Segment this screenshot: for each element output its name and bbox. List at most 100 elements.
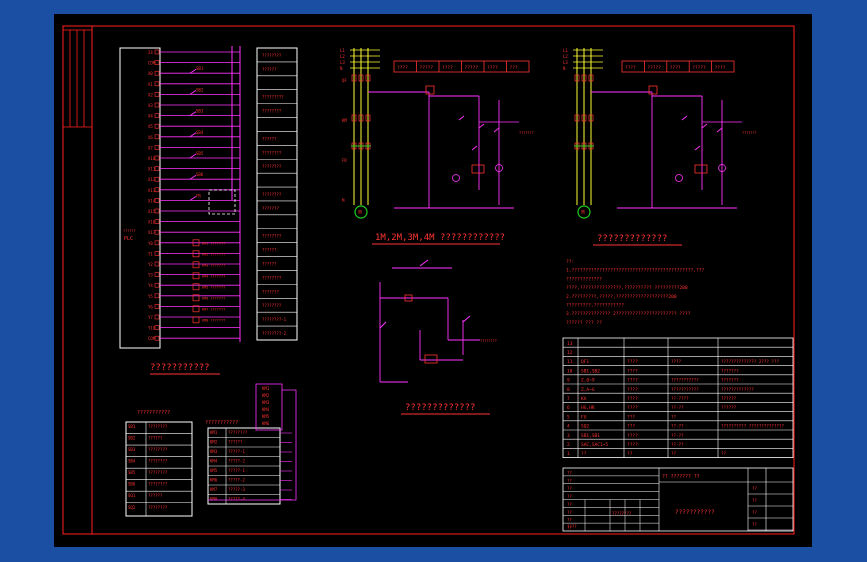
table-cell-tag: SB1 <box>128 424 136 429</box>
parts-note: ????????????? <box>721 387 754 392</box>
plc-terminal-tag: X12 <box>148 177 156 182</box>
contact-blade <box>694 145 701 151</box>
io-row-text: ???????? <box>262 275 282 280</box>
plc-label: PLC <box>124 236 133 242</box>
plc-terminal <box>154 145 160 150</box>
drawing-inner-frame <box>91 25 795 535</box>
parts-note: ?????? <box>721 405 737 410</box>
note-line: ??: <box>566 259 574 265</box>
plc-highlight-box <box>208 189 236 215</box>
plc-terminal-tag: X2 <box>148 92 153 97</box>
plc-terminal-tag: Y6 <box>148 304 153 309</box>
table-row: KM6?????-2 <box>210 478 245 483</box>
parts-model: ??-?? <box>671 442 684 447</box>
io-row-text: ???????? <box>262 234 282 239</box>
drawing-sheet <box>54 14 812 547</box>
switch-tag: SB5 <box>196 151 204 156</box>
table-cell-tag: KM5 <box>210 468 218 473</box>
io-column-frame <box>256 47 298 341</box>
parts-no: 10 <box>567 368 573 374</box>
relay-coil <box>424 354 438 364</box>
input-switch: FR <box>189 193 201 201</box>
switch-blade <box>189 68 197 74</box>
header-cell: ???? <box>715 65 726 71</box>
contactor-pole <box>351 114 357 122</box>
table-cell-tag: KM2 <box>210 440 218 445</box>
coil-tag: KM8 ??????? <box>202 318 225 322</box>
table-cell-tag: KM1 <box>210 430 218 435</box>
plc-terminal <box>154 251 160 256</box>
fuse-symbol <box>425 85 435 95</box>
parts-no: 7 <box>567 396 570 402</box>
plc-terminal-tag: X10 <box>148 156 156 161</box>
table-cell-tag: KM4 <box>210 459 218 464</box>
plc-terminal <box>154 208 160 214</box>
tb-row-label: ?? <box>567 478 572 483</box>
note-line: 3.?????????????? 2??????????????????????… <box>566 311 691 317</box>
plc-terminal-tag: X7 <box>148 145 153 150</box>
plc-terminal <box>154 261 160 267</box>
table-cell-text: ???????? <box>148 482 168 487</box>
plc-terminal-tag: 24 <box>148 50 153 55</box>
table-cell-text: ???????? <box>148 459 168 464</box>
io-row-text: ??????? <box>262 289 279 294</box>
table-cell-text: ?????-2 <box>228 459 245 464</box>
tb-right-cell: ?? <box>752 522 757 527</box>
plc-terminal <box>154 325 160 330</box>
fuse-symbol <box>648 85 658 95</box>
header-cell: ????? <box>465 65 479 71</box>
parts-qty: ???? <box>627 442 638 448</box>
main-circuit-2-title: ????????????? <box>597 234 667 244</box>
plc-terminal <box>154 229 160 235</box>
io-row-text: ??????? <box>262 206 279 211</box>
parts-name: Z,0~9 <box>581 378 595 384</box>
note-line: 1.??????????????????????????????????????… <box>566 268 705 274</box>
parts-name: KA <box>581 396 587 402</box>
plc-terminal <box>154 49 160 55</box>
parts-table-row: 1???????? <box>567 451 727 457</box>
header-cell: ????? <box>647 65 661 71</box>
tb-right-cell: ?? <box>752 510 757 515</box>
device-tag: QF <box>342 78 347 83</box>
contact-symbol <box>478 123 485 129</box>
table-cell-tag: SQ2 <box>128 505 136 510</box>
contact-blade <box>681 115 688 121</box>
table-cell-tag: SB6 <box>128 482 136 487</box>
io-row-text: ?????? <box>262 262 277 267</box>
motor-symbol <box>577 205 591 219</box>
plc-terminal-tag: X5 <box>148 124 153 129</box>
parts-model: ??-???? <box>671 396 689 401</box>
title-block: ?? ??????? ?????????????????????????????… <box>562 467 794 532</box>
header-cell: ???? <box>670 65 681 71</box>
contact-symbol <box>716 127 723 133</box>
coil-box <box>192 261 200 269</box>
coil-tag: KM4 ??????? <box>202 274 225 278</box>
coil-tag: KM7 ??????? <box>202 307 225 311</box>
table-row: SB5???????? <box>128 470 168 475</box>
plc-terminal <box>154 81 160 87</box>
tb-bottom-left: ???? <box>567 524 577 529</box>
io-row-text: ?????? <box>262 136 277 141</box>
plc-inner-text: ?????? <box>123 229 136 233</box>
table-cell-text: ???????? <box>148 424 168 429</box>
tb-row-label: ?? <box>567 486 572 491</box>
switch-tag: SB4 <box>196 130 204 135</box>
table-cell-text: ???????? <box>148 470 168 475</box>
parts-no: 5 <box>567 414 570 420</box>
table-row: SB1???????? <box>128 424 168 429</box>
parts-name: Z,A~G <box>581 387 595 393</box>
io-row-text: ???????? <box>262 53 282 58</box>
parts-qty: ???? <box>627 396 638 402</box>
plc-terminal-tag: COM <box>148 61 156 66</box>
switch-tag: FR <box>196 193 201 198</box>
parts-qty: ???? <box>627 387 638 393</box>
tb-row-label: ?? <box>567 502 572 507</box>
coil-tag: KM6 ??????? <box>202 296 225 300</box>
parts-qty: ??? <box>627 424 635 430</box>
table-cell-text: ?????-4 <box>228 497 245 502</box>
table-row: KM1???????? <box>210 430 248 435</box>
